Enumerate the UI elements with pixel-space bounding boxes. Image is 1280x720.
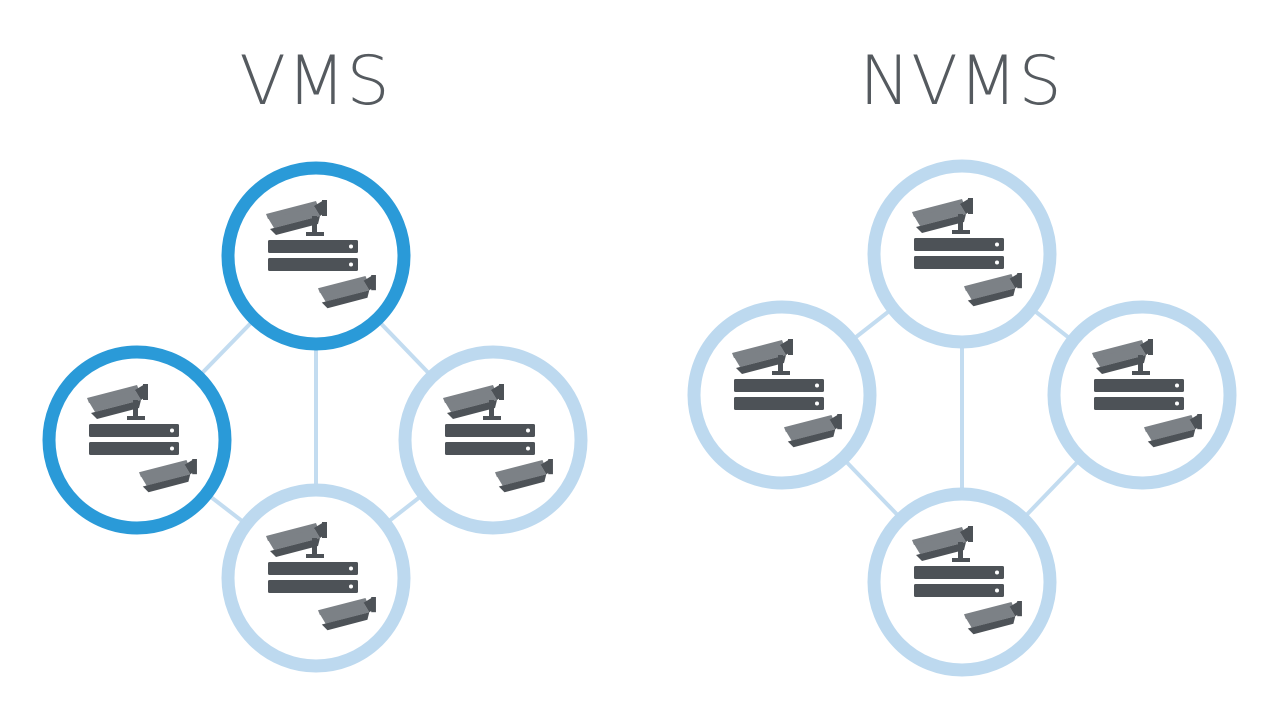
camera-base (952, 558, 970, 562)
active-node-ring (221, 161, 411, 351)
camera-icon (266, 200, 327, 235)
camera-base (1132, 371, 1150, 375)
nvms-node-right (1047, 300, 1237, 490)
camera-recorder-icon (912, 198, 1022, 307)
inactive-node-ring (398, 345, 588, 535)
camera-pole (778, 355, 783, 373)
nvms-nodes (687, 159, 1237, 677)
camera-base (306, 554, 324, 558)
inactive-node-ring (687, 300, 877, 490)
camera-base (772, 371, 790, 375)
camera-recorder-icon (1092, 339, 1202, 448)
inactive-node-ring (221, 483, 411, 673)
camera-recorder-icon (87, 384, 197, 493)
recorder-icon (445, 424, 535, 455)
inactive-node-ring (1047, 300, 1237, 490)
camera-icon (87, 384, 148, 419)
camera-recorder-icon (912, 526, 1022, 635)
camera-recorder-icon (266, 522, 376, 631)
camera-icon (732, 339, 793, 374)
camera-icon (1092, 339, 1153, 374)
camera-pole (489, 400, 494, 418)
camera-icon (139, 459, 197, 493)
camera-base (483, 416, 501, 420)
inactive-node-ring (867, 159, 1057, 349)
inactive-node-ring (867, 487, 1057, 677)
nvms-node-bottom (867, 487, 1057, 677)
camera-icon (1144, 414, 1202, 448)
vms-nodes (42, 161, 588, 673)
camera-icon (266, 522, 327, 557)
camera-pole (958, 214, 963, 232)
vms-node-left (42, 345, 232, 535)
recorder-icon (268, 562, 358, 593)
camera-pole (312, 538, 317, 556)
camera-recorder-icon (443, 384, 553, 493)
nvms-node-top (867, 159, 1057, 349)
recorder-icon (268, 240, 358, 271)
vms-node-top (221, 161, 411, 351)
recorder-icon (89, 424, 179, 455)
recorder-icon (734, 379, 824, 410)
title-nvms: NVMS (859, 42, 1063, 121)
active-node-ring (42, 345, 232, 535)
camera-icon (912, 526, 973, 561)
camera-recorder-icon (266, 200, 376, 309)
camera-icon (318, 597, 376, 631)
camera-base (952, 230, 970, 234)
recorder-icon (914, 238, 1004, 269)
recorder-icon (914, 566, 1004, 597)
camera-icon (964, 273, 1022, 307)
recorder-icon (1094, 379, 1184, 410)
camera-icon (318, 275, 376, 309)
nvms-node-left (687, 300, 877, 490)
camera-pole (1138, 355, 1143, 373)
camera-icon (443, 384, 504, 419)
camera-pole (958, 542, 963, 560)
camera-pole (133, 400, 138, 418)
camera-pole (312, 216, 317, 234)
camera-base (127, 416, 145, 420)
camera-icon (912, 198, 973, 233)
camera-icon (784, 414, 842, 448)
camera-icon (495, 459, 553, 493)
title-vms: VMS (239, 42, 391, 121)
camera-icon (964, 601, 1022, 635)
camera-recorder-icon (732, 339, 842, 448)
camera-base (306, 232, 324, 236)
vms-node-right (398, 345, 588, 535)
nodes-layer (42, 159, 1237, 677)
vms-node-bottom (221, 483, 411, 673)
